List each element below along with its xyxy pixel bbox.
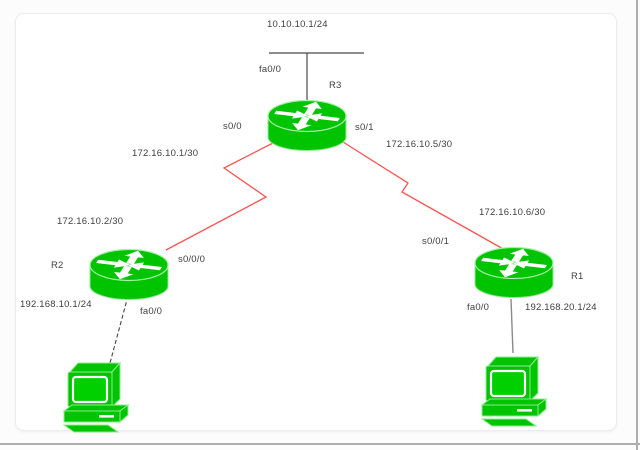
r1-pc-link-line (510, 298, 514, 354)
label-r3-s01: s0/1 (355, 122, 374, 133)
router-icon-r3[interactable] (265, 97, 349, 152)
window-bottom-border (0, 443, 640, 445)
pc-icon-right[interactable] (480, 355, 548, 428)
label-r2-serial-ip: 172.16.10.2/30 (57, 216, 124, 227)
label-r2-fa00: fa0/0 (140, 306, 163, 317)
label-r1-serial-if: s0/0/1 (422, 236, 450, 247)
window-right-border (636, 0, 638, 450)
label-r1-serial-ip: 172.16.10.6/30 (479, 207, 546, 218)
label-link-r3r1-ip: 172.16.10.5/30 (386, 139, 453, 150)
serial-link-r3-r1 (342, 141, 506, 251)
router-icon-r1[interactable] (472, 244, 556, 299)
label-r2-serial-if: s0/0/0 (178, 254, 206, 265)
pc-icon-left[interactable] (62, 361, 130, 434)
router-icon-r2[interactable] (87, 246, 171, 301)
label-r3-s00: s0/0 (223, 121, 242, 132)
label-r2-lan-ip: 192.168.10.1/24 (20, 299, 92, 310)
serial-link-r3-r2 (165, 142, 274, 251)
label-r1-lan-ip: 192.168.20.1/24 (525, 302, 597, 313)
label-link-r3r2-ip: 172.16.10.1/30 (132, 148, 199, 159)
label-r1-fa00: fa0/0 (467, 302, 490, 313)
label-r2-name: R2 (51, 260, 64, 271)
label-top-network-ip: 10.10.10.1/24 (267, 19, 328, 30)
label-r3-name: R3 (329, 80, 342, 91)
label-r3-fa00: fa0/0 (259, 64, 282, 75)
label-r1-name: R1 (571, 271, 584, 282)
r2-pc-link-line (109, 295, 129, 364)
